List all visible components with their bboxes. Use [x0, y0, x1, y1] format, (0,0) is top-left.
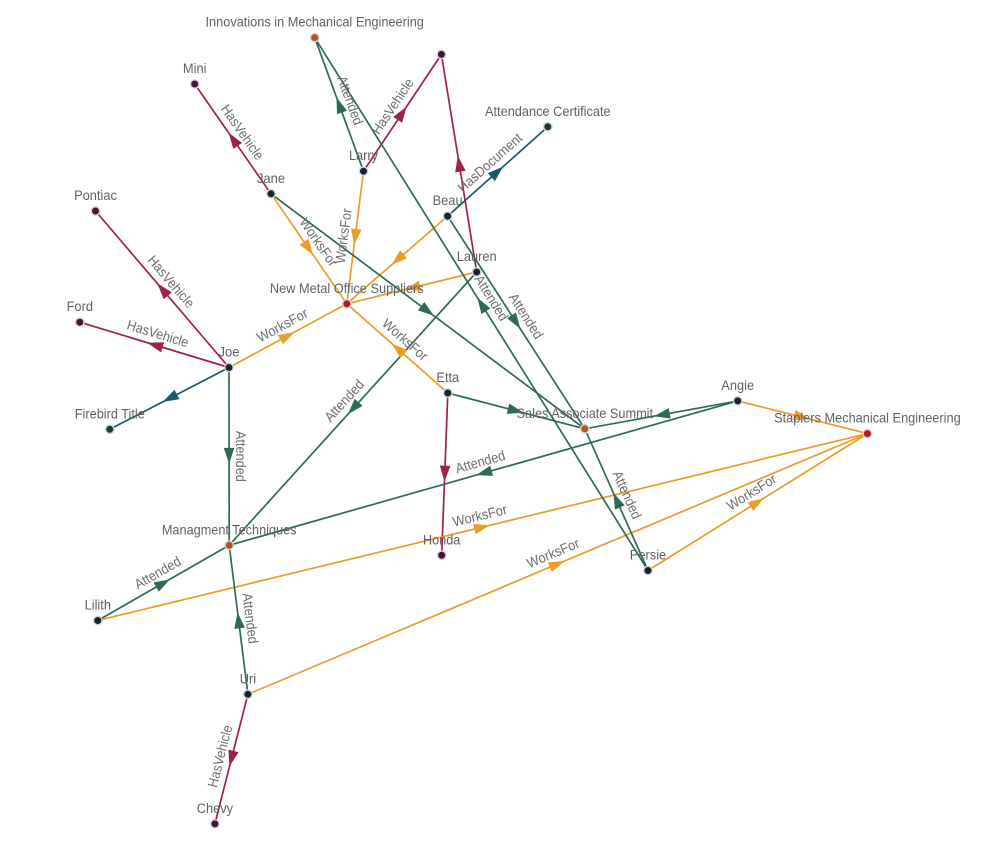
svg-text:Honda: Honda: [423, 531, 460, 547]
svg-text:Chevy: Chevy: [197, 800, 233, 816]
svg-text:Sales Associate Summit: Sales Associate Summit: [517, 405, 654, 421]
svg-text:Innovations in Mechanical Engi: Innovations in Mechanical Engineering: [206, 14, 424, 30]
svg-text:Lilith: Lilith: [85, 597, 111, 613]
svg-text:Pontiac: Pontiac: [74, 187, 117, 203]
svg-text:Uri: Uri: [240, 670, 256, 686]
svg-text:Beau: Beau: [433, 192, 463, 208]
svg-text:Attended: Attended: [239, 592, 261, 645]
svg-text:Staplers Mechanical Engineerin: Staplers Mechanical Engineering: [774, 410, 961, 426]
svg-text:Mini: Mini: [183, 60, 207, 76]
svg-text:WorksFor: WorksFor: [332, 207, 355, 264]
svg-text:Attended: Attended: [233, 431, 249, 482]
svg-text:Angie: Angie: [721, 377, 754, 393]
svg-text:Firebird Title: Firebird Title: [75, 405, 145, 421]
svg-text:Jane: Jane: [257, 170, 285, 186]
svg-text:Lauren: Lauren: [457, 248, 497, 264]
svg-text:Managment Techniques: Managment Techniques: [162, 521, 297, 537]
svg-text:Joe: Joe: [219, 344, 240, 360]
svg-text:New Metal Office Suppliers: New Metal Office Suppliers: [270, 280, 424, 296]
svg-text:Etta: Etta: [436, 369, 459, 385]
svg-text:Larry: Larry: [349, 147, 378, 163]
svg-text:Persie: Persie: [630, 547, 667, 563]
svg-text:Attendance Certificate: Attendance Certificate: [485, 103, 611, 119]
svg-text:Ford: Ford: [67, 298, 93, 314]
